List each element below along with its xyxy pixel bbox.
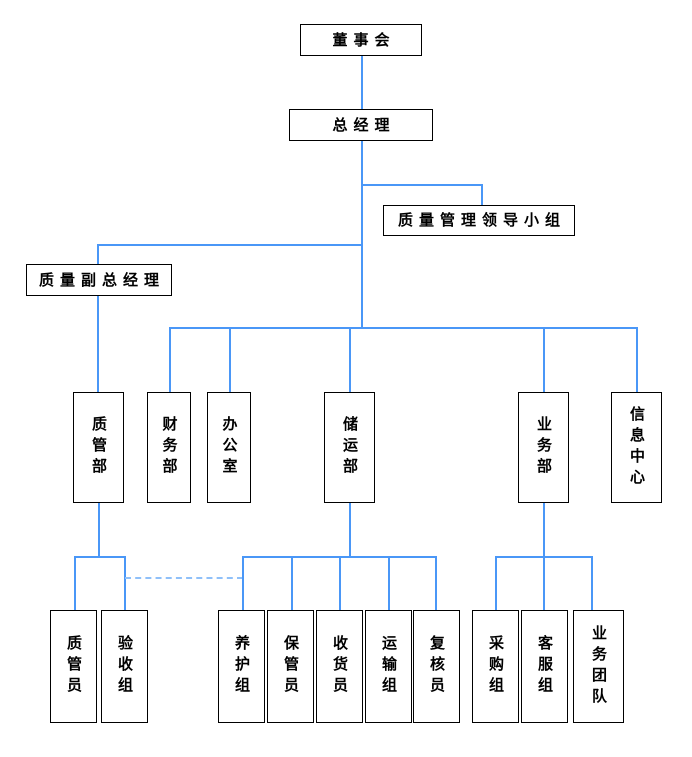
node-dept-storage-transport-label: 储运部 xyxy=(341,416,359,479)
node-staff-customer-service-label: 客服组 xyxy=(536,635,554,698)
connector-drop-business xyxy=(543,327,545,392)
connector-to-deputy-gm-vertical xyxy=(97,244,99,392)
node-staff-quality-inspector[interactable]: 质管员 xyxy=(50,610,97,723)
node-dept-info-center-label: 信息中心 xyxy=(628,405,646,490)
connector-drop-reviewer xyxy=(435,556,437,610)
connector-to-quality-group-vertical xyxy=(481,184,483,206)
connector-storage-dept-stem xyxy=(349,503,351,557)
connector-drop-quality-inspector xyxy=(74,556,76,610)
connector-drop-customer-service xyxy=(543,556,545,610)
connector-business-dept-stem xyxy=(543,503,545,557)
node-dept-quality-control[interactable]: 质管部 xyxy=(73,392,124,503)
node-staff-transport-group-label: 运输组 xyxy=(380,635,398,698)
connector-quality-dept-stem xyxy=(98,503,100,557)
connector-to-deputy-gm-horizontal xyxy=(97,244,363,246)
node-dept-business-label: 业务部 xyxy=(535,416,553,479)
node-staff-transport-group[interactable]: 运输组 xyxy=(365,610,412,723)
connector-drop-storage xyxy=(349,327,351,392)
connector-quality-dept-bus xyxy=(74,556,126,558)
node-staff-receiver[interactable]: 收货员 xyxy=(316,610,363,723)
node-staff-custodian[interactable]: 保管员 xyxy=(267,610,314,723)
node-staff-receiver-label: 收货员 xyxy=(331,635,349,698)
node-dept-finance[interactable]: 财务部 xyxy=(147,392,191,503)
node-board-of-directors[interactable]: 董事会 xyxy=(300,24,422,56)
connector-department-bus xyxy=(169,327,638,329)
connector-drop-transport-group xyxy=(388,556,390,610)
node-staff-business-team-label: 业务团队 xyxy=(590,624,608,709)
connector-drop-maintenance-group xyxy=(242,556,244,610)
connector-drop-office xyxy=(229,327,231,392)
node-staff-quality-inspector-label: 质管员 xyxy=(65,635,83,698)
node-dept-office[interactable]: 办公室 xyxy=(207,392,251,503)
node-dept-storage-transport[interactable]: 储运部 xyxy=(324,392,375,503)
connector-drop-finance xyxy=(169,327,171,392)
connector-board-to-gm xyxy=(361,55,363,110)
node-staff-business-team[interactable]: 业务团队 xyxy=(573,610,624,723)
node-staff-purchasing-group[interactable]: 采购组 xyxy=(472,610,519,723)
node-general-manager[interactable]: 总经理 xyxy=(289,109,433,141)
node-quality-leadership-group[interactable]: 质量管理领导小组 xyxy=(383,205,575,236)
connector-drop-info-center xyxy=(636,327,638,392)
connector-drop-purchasing-group xyxy=(495,556,497,610)
node-general-manager-label: 总经理 xyxy=(332,115,396,134)
connector-drop-receiver xyxy=(339,556,341,610)
node-staff-customer-service[interactable]: 客服组 xyxy=(521,610,568,723)
node-dept-quality-control-label: 质管部 xyxy=(90,416,108,479)
node-quality-deputy-gm[interactable]: 质量副总经理 xyxy=(26,264,172,296)
node-staff-reviewer-label: 复核员 xyxy=(428,635,446,698)
connector-to-quality-group-horizontal xyxy=(361,184,483,186)
node-staff-maintenance-group-label: 养护组 xyxy=(233,635,251,698)
node-staff-acceptance-group-label: 验收组 xyxy=(116,635,134,698)
node-dept-info-center[interactable]: 信息中心 xyxy=(611,392,662,503)
node-dept-business[interactable]: 业务部 xyxy=(518,392,569,503)
connector-drop-business-team xyxy=(591,556,593,610)
node-staff-acceptance-group[interactable]: 验收组 xyxy=(101,610,148,723)
node-dept-finance-label: 财务部 xyxy=(160,416,179,479)
connector-drop-custodian xyxy=(291,556,293,610)
node-staff-maintenance-group[interactable]: 养护组 xyxy=(218,610,265,723)
connector-dashed-acceptance-to-storage xyxy=(125,577,243,579)
connector-drop-acceptance-group xyxy=(124,556,126,610)
node-staff-purchasing-group-label: 采购组 xyxy=(487,635,505,698)
node-quality-deputy-gm-label: 质量副总经理 xyxy=(38,270,165,289)
node-board-of-directors-label: 董事会 xyxy=(332,30,396,49)
node-dept-office-label: 办公室 xyxy=(220,416,239,479)
node-staff-reviewer[interactable]: 复核员 xyxy=(413,610,460,723)
node-quality-leadership-group-label: 质量管理领导小组 xyxy=(397,211,566,229)
node-staff-custodian-label: 保管员 xyxy=(282,635,300,698)
connector-gm-trunk xyxy=(361,141,363,328)
